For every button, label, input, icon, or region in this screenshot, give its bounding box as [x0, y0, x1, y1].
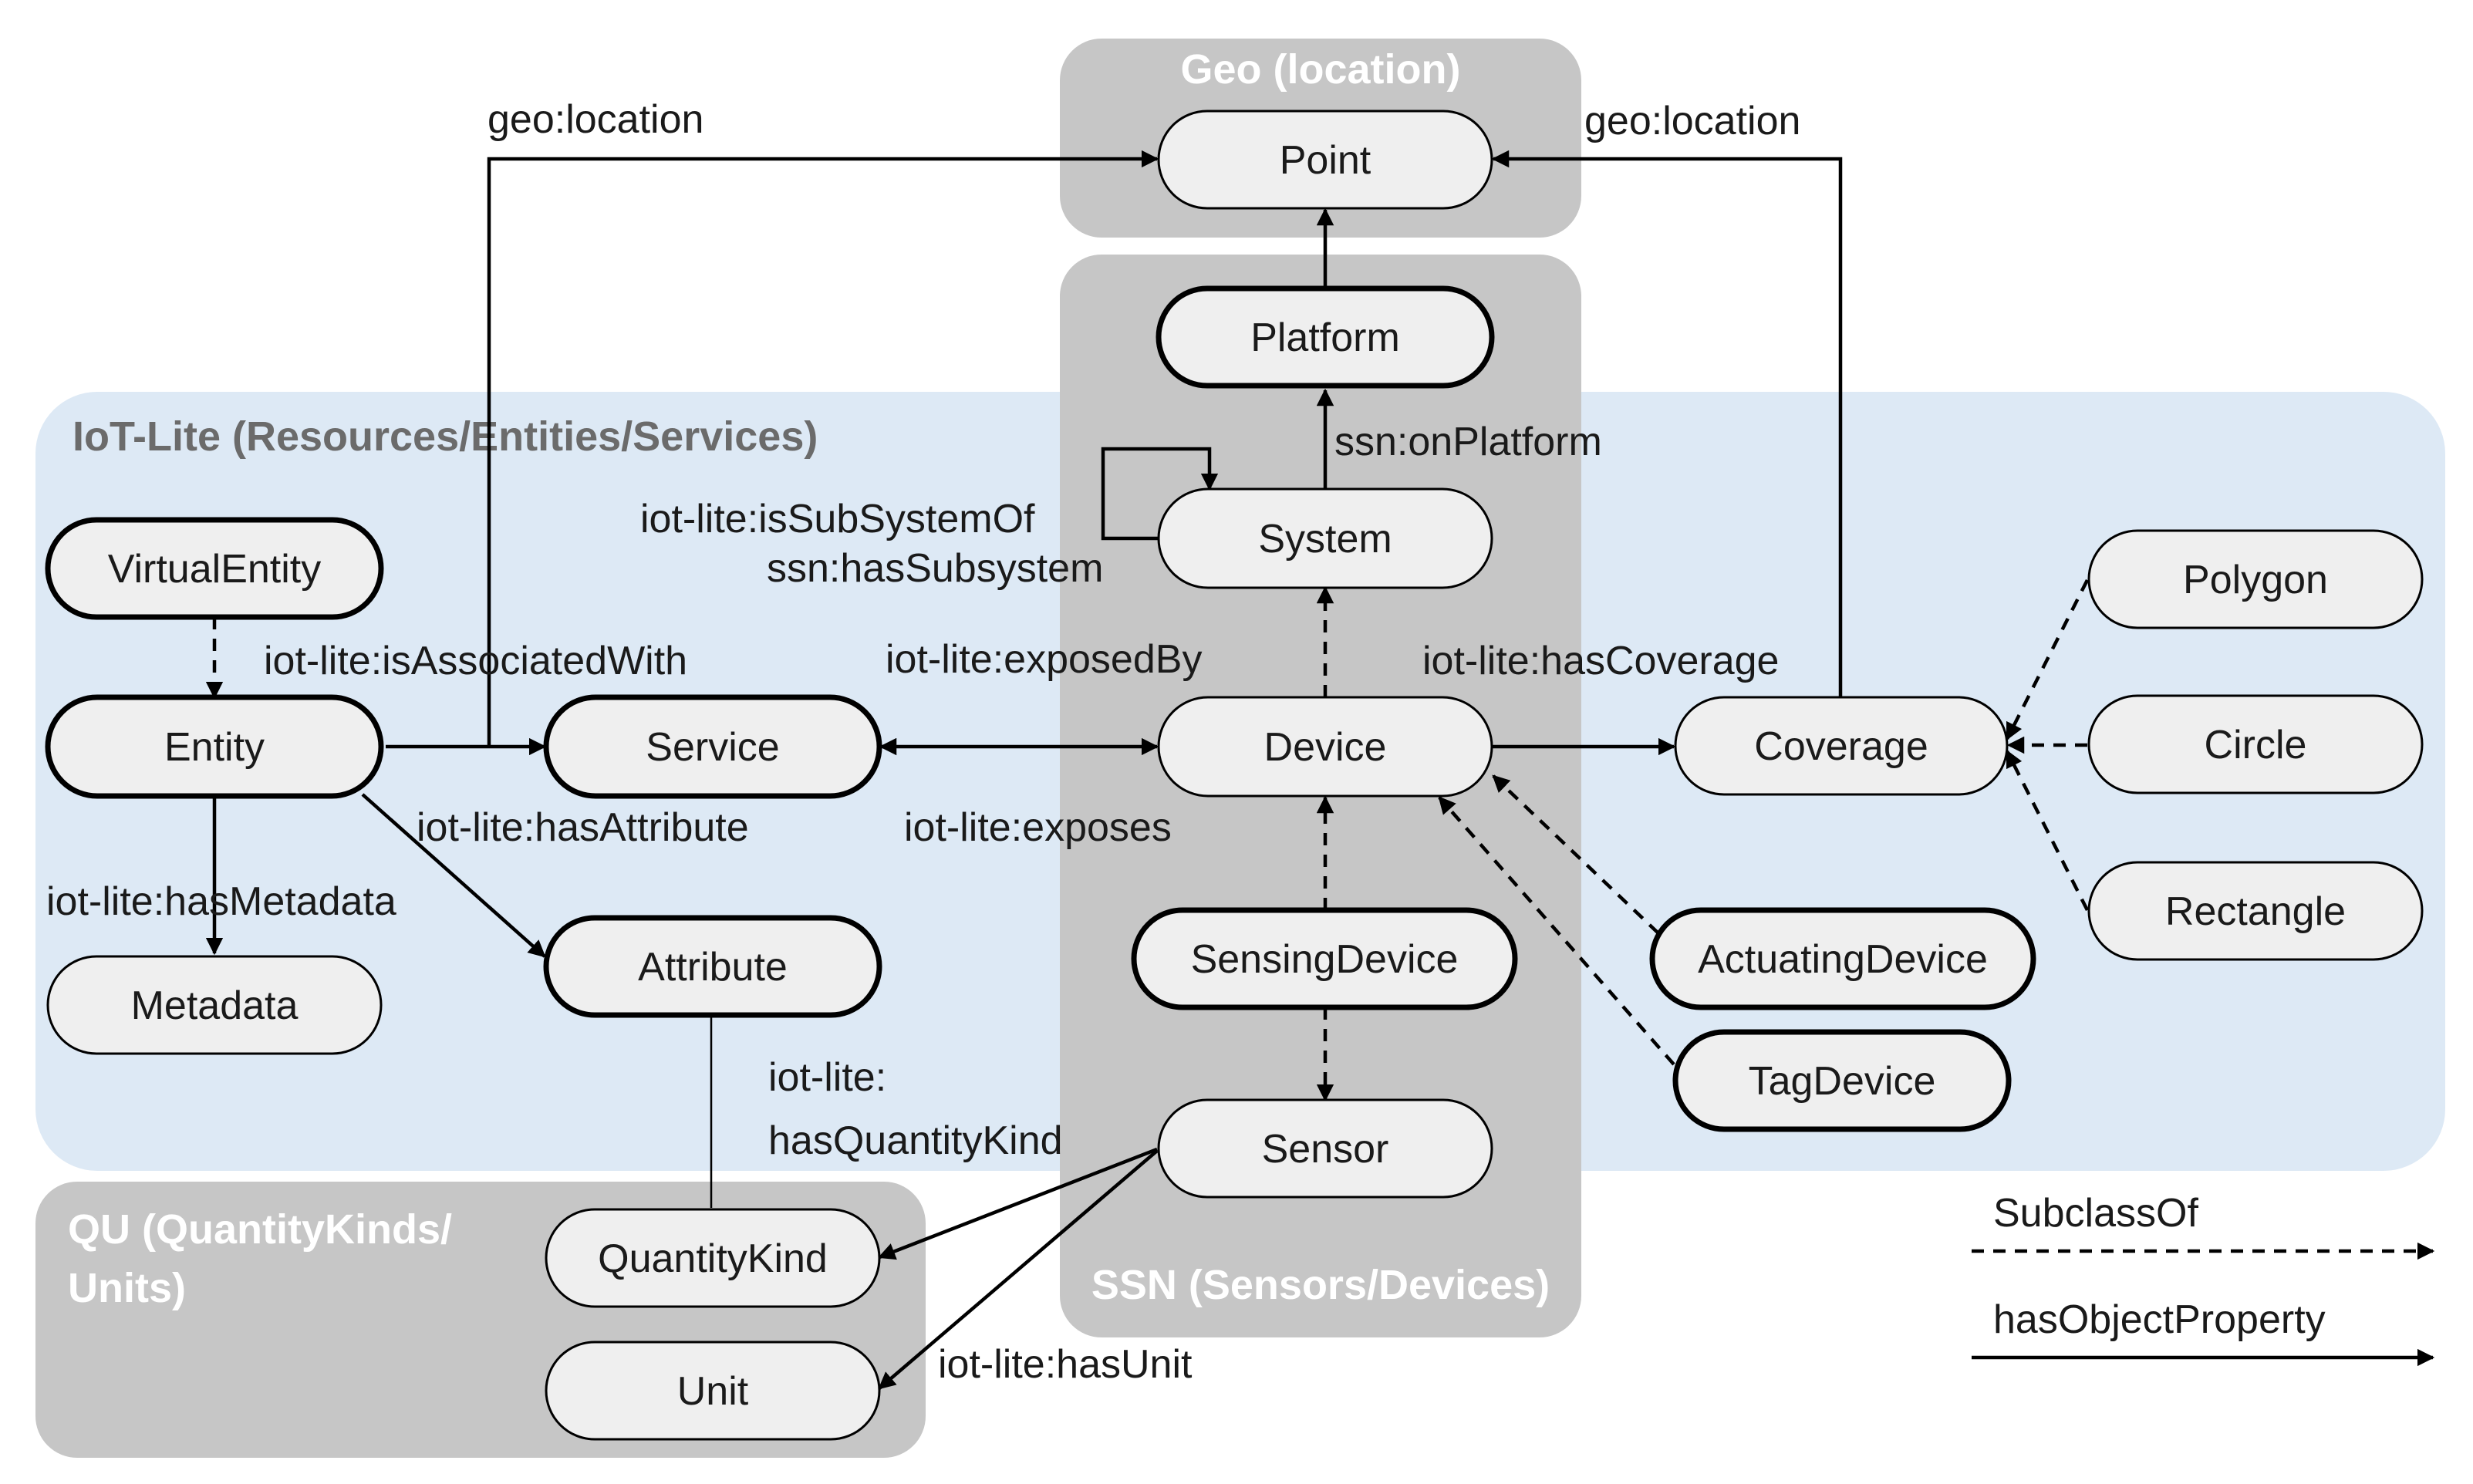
- node-attribute-label: Attribute: [638, 945, 788, 990]
- label-has-attribute: iot-lite:hasAttribute: [417, 805, 749, 850]
- node-unit: Unit: [545, 1341, 881, 1441]
- node-actuating-device: ActuatingDevice: [1649, 907, 2036, 1010]
- node-service: Service: [543, 694, 882, 799]
- node-coverage: Coverage: [1674, 696, 2009, 796]
- qu-region-title-line2: Units): [68, 1265, 186, 1311]
- node-device-label: Device: [1264, 725, 1387, 770]
- label-geo-location-right: geo:location: [1584, 99, 1800, 143]
- edge-system-subsystem-loop: [1101, 447, 1219, 541]
- node-service-label: Service: [646, 725, 779, 770]
- node-polygon-label: Polygon: [2183, 558, 2328, 602]
- edge-tagdevice-device: [1438, 796, 1675, 1066]
- label-exposed-by: iot-lite:exposedBy: [886, 637, 1202, 682]
- node-sensing-device: SensingDevice: [1131, 907, 1518, 1010]
- edge-actuatingdevice-device: [1492, 774, 1660, 935]
- ssn-region-title: SSN (Sensors/Devices): [1091, 1262, 1550, 1308]
- qu-region-title-line1: QU (QuantityKinds/: [68, 1206, 452, 1253]
- label-has-coverage: iot-lite:hasCoverage: [1422, 639, 1779, 683]
- node-actuating-device-label: ActuatingDevice: [1698, 937, 1988, 982]
- label-geo-location-left: geo:location: [488, 97, 703, 142]
- node-rectangle: Rectangle: [2087, 861, 2424, 961]
- label-exposes: iot-lite:exposes: [904, 805, 1172, 850]
- node-entity-label: Entity: [164, 725, 265, 770]
- node-quantity-kind: QuantityKind: [545, 1208, 881, 1308]
- label-is-associated-with: iot-lite:isAssociatedWith: [264, 639, 687, 683]
- edge-rectangle-coverage: [2005, 749, 2090, 912]
- label-has-subsystem: ssn:hasSubsystem: [767, 546, 1103, 591]
- geo-region-title: Geo (location): [1181, 46, 1461, 93]
- node-sensor-label: Sensor: [1262, 1127, 1389, 1172]
- node-platform-label: Platform: [1250, 315, 1400, 360]
- node-rectangle-label: Rectangle: [2165, 889, 2346, 934]
- node-tag-device: TagDevice: [1672, 1029, 2012, 1132]
- label-has-quantity-kind-line1: iot-lite:: [768, 1055, 886, 1100]
- legend: SubclassOf hasObjectProperty: [1972, 1191, 2435, 1367]
- label-has-quantity-kind-line2: hasQuantityKind: [768, 1118, 1063, 1163]
- node-circle-label: Circle: [2205, 723, 2307, 767]
- node-polygon: Polygon: [2087, 529, 2424, 629]
- node-attribute: Attribute: [543, 915, 882, 1018]
- label-has-unit: iot-lite:hasUnit: [938, 1342, 1193, 1387]
- node-system-label: System: [1258, 517, 1392, 562]
- node-virtual-entity-label: VirtualEntity: [108, 547, 322, 592]
- edge-coverage-geo-location: [1491, 150, 1843, 697]
- label-is-subsystem-of: iot-lite:isSubSystemOf: [640, 497, 1035, 541]
- edge-sensor-unit: [878, 1149, 1159, 1390]
- node-sensing-device-label: SensingDevice: [1191, 937, 1459, 982]
- node-point: Point: [1157, 110, 1493, 210]
- node-coverage-label: Coverage: [1754, 724, 1928, 769]
- node-system: System: [1157, 487, 1493, 589]
- legend-subclass-of-label: SubclassOf: [1993, 1191, 2198, 1236]
- edge-entity-attribute: [361, 793, 546, 958]
- edge-sensor-quantitykind: [877, 1147, 1158, 1260]
- node-platform: Platform: [1156, 285, 1495, 389]
- node-unit-label: Unit: [677, 1369, 749, 1414]
- legend-has-object-property-label: hasObjectProperty: [1993, 1297, 2326, 1342]
- node-sensor: Sensor: [1157, 1098, 1493, 1199]
- node-device: Device: [1157, 696, 1493, 798]
- edge-polygon-coverage: [2005, 578, 2090, 741]
- iotlite-region-title: IoT-Lite (Resources/Entities/Services): [73, 413, 818, 460]
- node-metadata-label: Metadata: [131, 983, 299, 1028]
- node-circle: Circle: [2087, 694, 2424, 794]
- node-entity: Entity: [45, 694, 384, 799]
- node-tag-device-label: TagDevice: [1749, 1059, 1936, 1104]
- label-on-platform: ssn:onPlatform: [1334, 420, 1602, 464]
- node-metadata: Metadata: [46, 955, 383, 1055]
- node-virtual-entity: VirtualEntity: [45, 517, 384, 620]
- label-has-metadata: iot-lite:hasMetadata: [46, 879, 396, 924]
- node-quantity-kind-label: QuantityKind: [598, 1236, 828, 1281]
- node-point-label: Point: [1280, 138, 1371, 183]
- edge-entity-geo-location: [487, 150, 1159, 747]
